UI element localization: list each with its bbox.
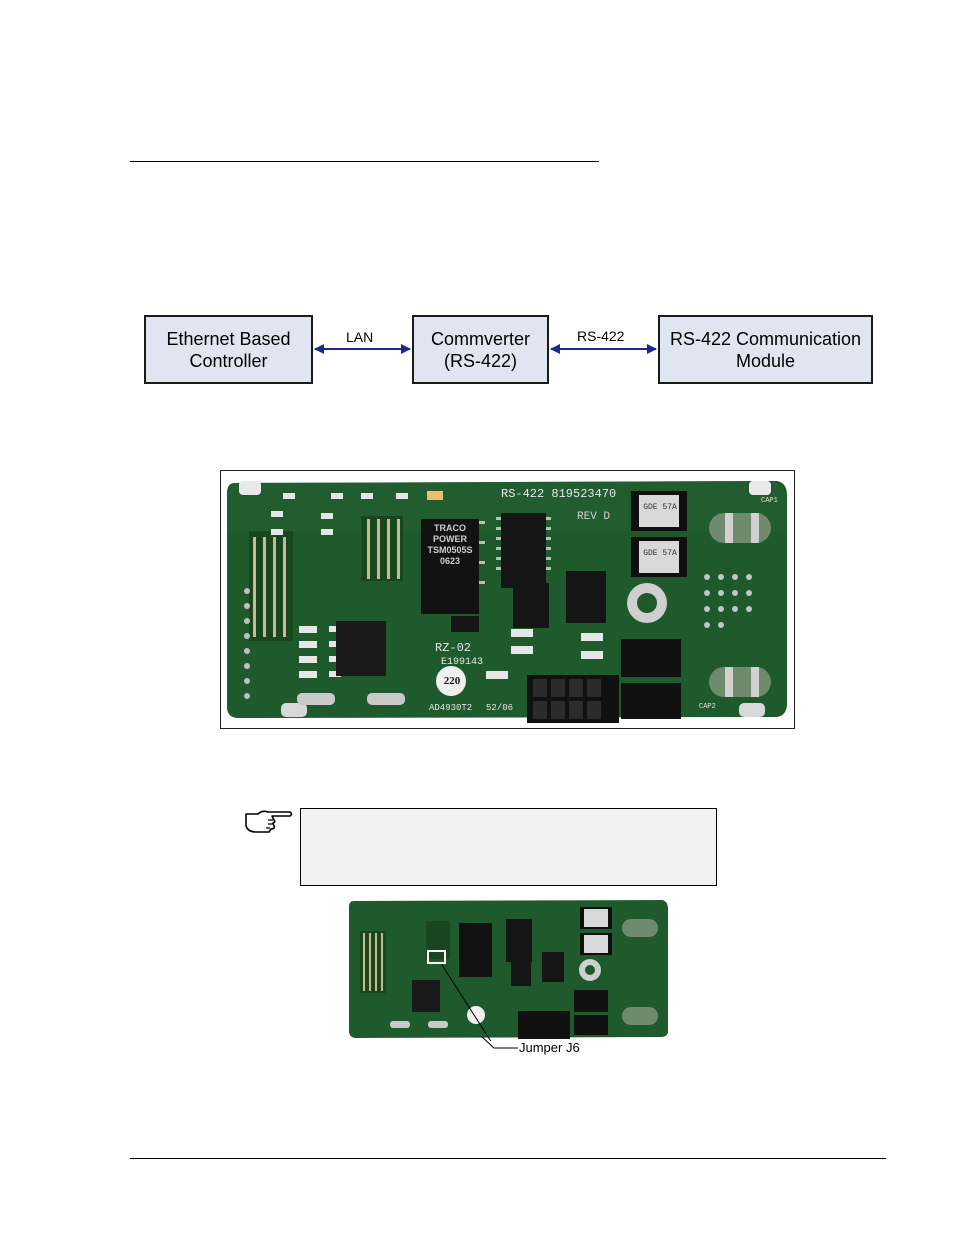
ul-code: E199143	[441, 657, 484, 668]
transformer-brand: TRACO	[434, 523, 466, 533]
pointing-hand-icon	[244, 808, 294, 834]
jumper-callout-line	[480, 1035, 518, 1049]
silkscreen-revision: REV D	[577, 511, 611, 523]
code-bottom: AD4930T2	[429, 703, 473, 713]
board-photo-image	[221, 471, 794, 728]
jumper-callout-label: Jumper J6	[519, 1040, 580, 1055]
board-photo: RS-422 819523470 REV D TRACO POWER TSM05…	[220, 470, 795, 729]
silkscreen-part-number: RS-422 819523470	[501, 487, 617, 501]
connector-label-lan: LAN	[346, 329, 374, 345]
jumper-photo-image	[346, 895, 670, 1044]
board-id: RZ-02	[435, 641, 472, 655]
cap-label-bottom: CAP2	[699, 703, 716, 711]
diode-label-top: GDE 57A	[643, 503, 677, 512]
transformer-date: 0623	[439, 556, 461, 566]
box-commverter: Commverter (RS-422)	[412, 315, 549, 384]
note-box	[300, 808, 717, 886]
connector-label-rs422: RS-422	[577, 328, 625, 344]
transformer-label: TRACO POWER TSM0505S 0623	[421, 523, 479, 567]
transformer-model: TSM0505S	[427, 545, 473, 555]
box-rs422-module: RS-422 Communication Module	[658, 315, 873, 384]
footer-rule	[130, 1158, 886, 1159]
header-rule	[130, 161, 599, 162]
date-code: 52/06	[486, 703, 514, 713]
transformer-brand-2: POWER	[432, 534, 467, 544]
badge-220: 220	[443, 675, 461, 687]
diode-label-bottom: GDE 57A	[643, 549, 677, 558]
jumper-photo	[346, 895, 670, 1044]
diagram-arrows	[314, 344, 657, 354]
cap-label-top: CAP1	[761, 497, 778, 505]
box-ethernet-controller: Ethernet Based Controller	[144, 315, 313, 384]
